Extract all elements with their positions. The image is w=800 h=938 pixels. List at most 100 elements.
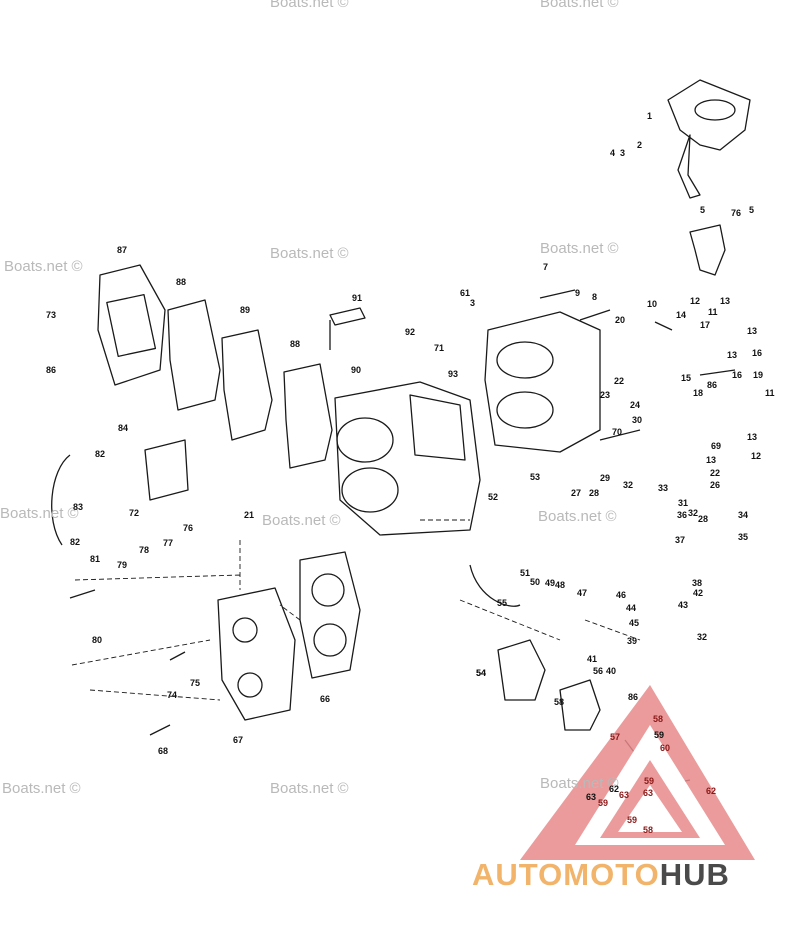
part-callout-label: 55 (497, 598, 508, 608)
part-83-hose (51, 454, 71, 546)
part-callout-label: 33 (658, 483, 669, 493)
part-66-head-gasket (299, 551, 361, 679)
part-callout-label: 19 (753, 370, 764, 380)
part-callout-label: 44 (626, 603, 637, 613)
part-callout-label: 15 (681, 373, 692, 383)
part-callout-label: 54 (476, 668, 487, 678)
part-callout-label: 45 (629, 618, 640, 628)
part-callout-label: 74 (167, 690, 178, 700)
part-callout-label: 31 (678, 498, 689, 508)
part-91-hose (329, 307, 366, 350)
part-callout-label: 62 (609, 784, 620, 794)
watermark-text: Boats.net © (2, 780, 81, 797)
watermark-text: Boats.net © (270, 245, 349, 262)
part-callout-label: 17 (700, 320, 711, 330)
part-callout-label: 12 (751, 451, 762, 461)
part-callout-label: 21 (244, 510, 255, 520)
part-callout-label: 61 (460, 288, 471, 298)
part-callout-label: 13 (720, 296, 731, 306)
part-callout-label: 10 (647, 299, 658, 309)
part-callout-label: 84 (118, 423, 129, 433)
part-callout-label: 76 (183, 523, 194, 533)
watermark-text: Boats.net © (540, 240, 619, 257)
part-callout-label: 79 (117, 560, 128, 570)
part-callout-label: 36 (677, 510, 688, 520)
part-88-gasket-b (283, 363, 333, 469)
part-callout-label: 59 (627, 815, 638, 825)
part-callout-label: 28 (698, 514, 709, 524)
part-callout-label: 53 (530, 472, 541, 482)
part-callout-label: 46 (616, 590, 627, 600)
part-callout-label: 7 (543, 262, 549, 272)
part-callout-label: 56 (593, 666, 604, 676)
part-callout-label: 63 (619, 790, 630, 800)
part-callout-label: 22 (614, 376, 625, 386)
part-callout-label: 35 (738, 532, 749, 542)
watermark-text: Boats.net © (270, 0, 349, 11)
part-callout-label: 66 (320, 694, 331, 704)
brand-part-2: MOTO (563, 857, 660, 892)
part-callout-label: 8 (592, 292, 598, 302)
part-callout-label: 76 (731, 208, 742, 218)
brand-part-3: HUB (659, 857, 730, 892)
assembly-lines (71, 519, 641, 701)
part-callout-label: 52 (488, 492, 499, 502)
part-callout-label: 91 (352, 293, 363, 303)
brand-part-1: AUTO (472, 857, 564, 892)
part-callout-label: 37 (675, 535, 686, 545)
watermark-text: Boats.net © (4, 258, 83, 275)
part-callout-label: 27 (571, 488, 582, 498)
part-callout-label: 88 (290, 339, 301, 349)
part-callout-label: 16 (732, 370, 743, 380)
part-callout-label: 93 (448, 369, 459, 379)
part-callout-label: 92 (405, 327, 416, 337)
part-callout-label: 86 (707, 380, 718, 390)
part-callout-label: 28 (589, 488, 600, 498)
part-callout-label: 78 (139, 545, 150, 555)
part-callout-label: 50 (530, 577, 541, 587)
part-callout-label: 39 (627, 636, 638, 646)
part-callout-label: 62 (706, 786, 717, 796)
part-callout-label: 11 (765, 388, 775, 398)
part-callout-label: 24 (630, 400, 641, 410)
part-callout-label: 11 (708, 307, 718, 317)
part-callout-label: 3 (620, 148, 626, 158)
watermark-text: Boats.net © (262, 512, 341, 529)
part-callout-label: 14 (676, 310, 687, 320)
part-callout-label: 54 (476, 668, 487, 678)
part-callout-label: 59 (644, 776, 655, 786)
automotohub-brand: AUTOMOTOHUB (472, 858, 730, 892)
part-callout-label: 68 (158, 746, 169, 756)
part-callout-label: 29 (600, 473, 611, 483)
part-callout-label: 20 (615, 315, 626, 325)
part-callout-label: 34 (738, 510, 749, 520)
part-callout-label: 16 (752, 348, 763, 358)
part-88-gasket (167, 299, 221, 411)
part-callout-label: 82 (70, 537, 81, 547)
part-callout-label: 75 (190, 678, 201, 688)
part-callout-label: 42 (693, 588, 704, 598)
part-callout-label: 58 (554, 697, 565, 707)
part-callout-label: 59 (654, 730, 665, 740)
part-callout-label: 87 (117, 245, 128, 255)
part-callout-label: 49 (545, 578, 556, 588)
part-callout-label: 13 (727, 350, 738, 360)
part-callout-label: 32 (697, 632, 708, 642)
part-callout-label: 48 (555, 580, 566, 590)
part-54-cover (497, 639, 546, 701)
part-callout-label: 90 (351, 365, 362, 375)
part-callout-label: 41 (587, 654, 598, 664)
watermark-text: Boats.net © (540, 0, 619, 11)
part-58-plate (559, 679, 601, 731)
part-86-crankcase (484, 311, 601, 453)
watermark-text: Boats.net © (0, 505, 79, 522)
part-callout-label: 43 (678, 600, 689, 610)
part-callout-label: 13 (747, 432, 758, 442)
part-callout-label: 32 (623, 480, 634, 490)
part-callout-label: 18 (693, 388, 704, 398)
part-53-cylinder-block (334, 381, 481, 536)
part-callout-label: 70 (612, 427, 623, 437)
part-callout-label: 60 (660, 743, 671, 753)
